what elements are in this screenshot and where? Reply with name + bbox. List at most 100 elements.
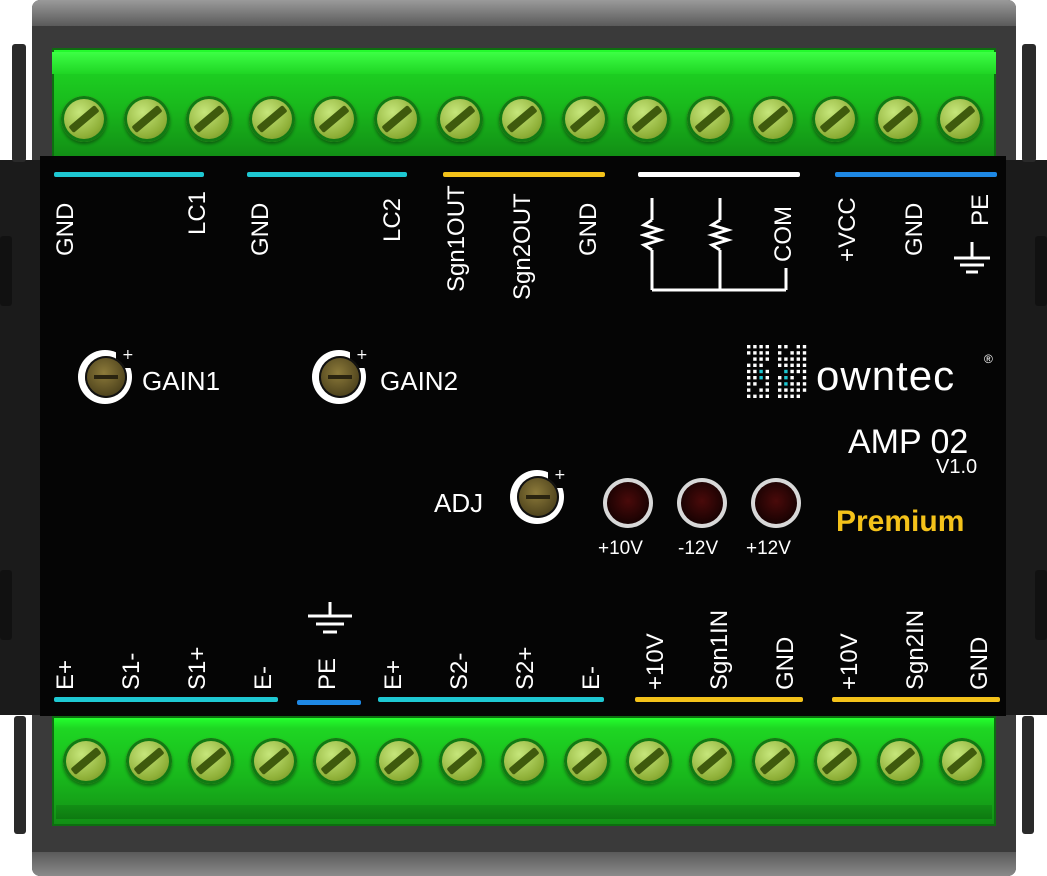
- label-gnd-lc2: GND: [247, 202, 274, 256]
- logo-dot: [747, 382, 751, 386]
- logo-dot: [802, 363, 807, 367]
- load-cell2-group-bar: [378, 697, 604, 702]
- label-lc1: LC1: [184, 190, 211, 235]
- label-s1-minus: S1-: [118, 652, 145, 690]
- top-terminal-screw-12[interactable]: [749, 96, 796, 142]
- logo-dot: [753, 351, 757, 355]
- logo-dot: [753, 345, 757, 349]
- top-terminal-screw-7[interactable]: [436, 96, 483, 142]
- logo-dot: [784, 376, 788, 380]
- adj-potentiometer[interactable]: +: [510, 468, 566, 524]
- label-sgn1-in: Sgn1IN: [706, 609, 733, 690]
- bottom-terminal-screw-8[interactable]: [501, 738, 548, 784]
- enclosure-top-edge: [32, 0, 1016, 26]
- top-terminal-screw-2[interactable]: [123, 96, 170, 142]
- top-terminal-screw-15[interactable]: [937, 96, 984, 142]
- bottom-terminal-screw-7[interactable]: [438, 738, 485, 784]
- right-top-clip: [1022, 44, 1036, 162]
- front-panel: [40, 156, 1006, 716]
- top-terminal-screw-8[interactable]: [499, 96, 546, 142]
- top-terminal-screw-14[interactable]: [874, 96, 921, 142]
- bottom-terminal-screw-4[interactable]: [250, 738, 297, 784]
- top-terminal-screw-9[interactable]: [561, 96, 608, 142]
- logo-dot: [765, 351, 769, 355]
- logo-dot: [790, 376, 794, 380]
- pe-group-bar: [297, 700, 361, 705]
- bottom-terminal-screw-14[interactable]: [876, 738, 923, 784]
- label-10v-in1: +10V: [642, 633, 669, 690]
- logo-dot: [759, 369, 763, 374]
- logo-dot: [753, 382, 757, 386]
- bottom-terminal-screw-10[interactable]: [626, 738, 673, 784]
- brand-name: owntec: [816, 352, 956, 399]
- top-terminal-screw-5[interactable]: [311, 96, 358, 142]
- top-terminal-screw-11[interactable]: [687, 96, 733, 142]
- bottom-terminal-screw-5[interactable]: [313, 738, 360, 784]
- logo-dot: [802, 388, 807, 392]
- label-s2-minus: S2-: [446, 652, 473, 690]
- adj-label: ADJ: [434, 488, 484, 518]
- label-pe-bottom: PE: [314, 657, 341, 690]
- lc2-group-bar: [247, 172, 407, 177]
- logo-dot: [796, 357, 800, 361]
- left-bottom-clip: [14, 716, 26, 834]
- logo-dot: [747, 363, 751, 367]
- logo-dot: [790, 357, 794, 361]
- top-terminal-screw-6[interactable]: [374, 96, 420, 142]
- right-din-latch: [1035, 236, 1047, 306]
- right-bottom-clip: [1022, 716, 1034, 834]
- input1-group-bar: [635, 697, 803, 702]
- logo-dot: [802, 351, 807, 355]
- logo-dot: [802, 357, 807, 361]
- earth-ground-icon-top: [954, 242, 990, 274]
- logo-dot: [753, 376, 757, 380]
- top-terminal-screw-1[interactable]: [61, 96, 107, 142]
- bottom-terminal-screw-12[interactable]: [751, 738, 798, 784]
- power-group-bar: [835, 172, 997, 177]
- logo-dot: [759, 363, 763, 367]
- top-terminal-screw-13[interactable]: [812, 96, 859, 142]
- logo-dot: [790, 351, 794, 355]
- logo-dot: [784, 369, 788, 374]
- right-din-latch-lower: [1035, 570, 1047, 640]
- bottom-terminal-screw-3[interactable]: [188, 738, 235, 784]
- logo-dot: [802, 369, 807, 374]
- model-name: AMP 02: [848, 423, 969, 461]
- logo-dot: [784, 363, 788, 367]
- label-vcc: +VCC: [834, 197, 861, 262]
- led-label-minus-12v: -12V: [678, 538, 719, 559]
- label-s1-plus: S1+: [184, 646, 211, 690]
- bottom-terminal-screw-11[interactable]: [689, 738, 735, 784]
- logo-dot: [778, 394, 782, 398]
- logo-dot: [759, 394, 763, 398]
- gain2-label: GAIN2: [380, 366, 459, 396]
- logo-dot: [796, 382, 800, 386]
- gain2-potentiometer[interactable]: +: [312, 348, 368, 404]
- logo-dot: [802, 345, 807, 349]
- top-terminal-screw-4[interactable]: [248, 96, 295, 142]
- logo-dot: [759, 376, 763, 380]
- top-terminal-lip: [52, 52, 996, 74]
- logo-dot: [759, 351, 763, 355]
- bottom-terminal-screw-15[interactable]: [939, 738, 986, 784]
- label-gnd-signal-out: GND: [575, 202, 602, 256]
- top-terminal-screw-10[interactable]: [624, 96, 671, 142]
- bottom-terminal-screw-13[interactable]: [814, 738, 861, 784]
- gain1-potentiometer[interactable]: +: [78, 348, 134, 404]
- bottom-terminal-screw-9[interactable]: [563, 738, 610, 784]
- logo-dot: [802, 376, 807, 380]
- led-label-plus-12v: +12V: [746, 538, 791, 559]
- input2-group-bar: [832, 697, 1000, 702]
- bottom-terminal-screw-1[interactable]: [63, 738, 109, 784]
- logo-dot: [790, 369, 794, 374]
- enclosure-bottom-edge: [32, 852, 1016, 876]
- logo-dot: [784, 388, 788, 392]
- top-terminal-screw-3[interactable]: [186, 96, 233, 142]
- logo-dot: [796, 369, 800, 374]
- label-sgn2-in: Sgn2IN: [902, 609, 929, 690]
- registered-mark: ®: [984, 352, 993, 366]
- bottom-terminal-screw-6[interactable]: [376, 738, 422, 784]
- label-10v-in2: +10V: [836, 633, 863, 690]
- bottom-terminal-screw-2[interactable]: [125, 738, 172, 784]
- logo-dot: [765, 369, 769, 374]
